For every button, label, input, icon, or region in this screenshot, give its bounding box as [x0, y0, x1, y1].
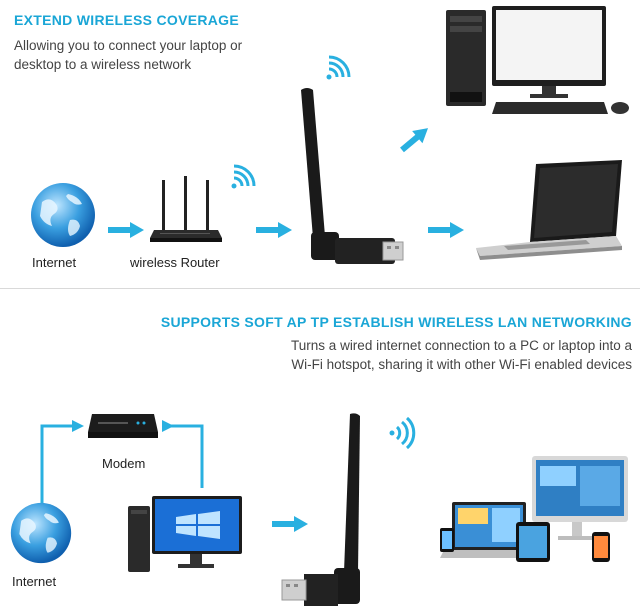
- desktop-pc-icon: [446, 6, 629, 114]
- section2-subtitle-line2: Wi-Fi hotspot, sharing it with other Wi-…: [291, 357, 632, 372]
- section-divider: [0, 288, 640, 289]
- desktop-pc-icon: [128, 496, 242, 572]
- arrow-icon: [108, 222, 144, 238]
- section1-subtitle: Allowing you to connect your laptop or d…: [14, 36, 242, 74]
- usb-adapter-icon: [301, 88, 404, 264]
- modem-icon: [88, 414, 158, 438]
- usb-adapter-icon: [281, 413, 360, 606]
- arrow-icon: [400, 128, 429, 153]
- router-label: wireless Router: [130, 255, 220, 270]
- section2-subtitle-line1: Turns a wired internet connection to a P…: [291, 338, 632, 353]
- globe-icon: [10, 502, 72, 564]
- router-icon: [150, 176, 222, 242]
- internet-label-2: Internet: [12, 574, 57, 589]
- modem-label: Modem: [102, 456, 146, 471]
- laptop-icon: [476, 160, 622, 260]
- globe-icon: [31, 183, 95, 247]
- connection-lines: [40, 420, 204, 506]
- wifi-icon: [389, 416, 416, 450]
- section2-subtitle: Turns a wired internet connection to a P…: [291, 336, 632, 374]
- arrow-icon: [428, 222, 464, 238]
- section1-subtitle-line1: Allowing you to connect your laptop or: [14, 38, 243, 53]
- arrow-icon: [272, 516, 308, 532]
- internet-label: Internet: [32, 255, 77, 270]
- devices-group-icon: [440, 456, 628, 562]
- section1-subtitle-line2: desktop to a wireless network: [14, 57, 192, 72]
- section1-title: EXTEND WIRELESS COVERAGE: [14, 12, 240, 28]
- arrow-icon: [256, 222, 292, 238]
- section2-title: SUPPORTS SOFT AP TP ESTABLISH WIRELESS L…: [160, 314, 632, 330]
- wifi-icon: [231, 164, 256, 189]
- wifi-icon: [326, 55, 351, 80]
